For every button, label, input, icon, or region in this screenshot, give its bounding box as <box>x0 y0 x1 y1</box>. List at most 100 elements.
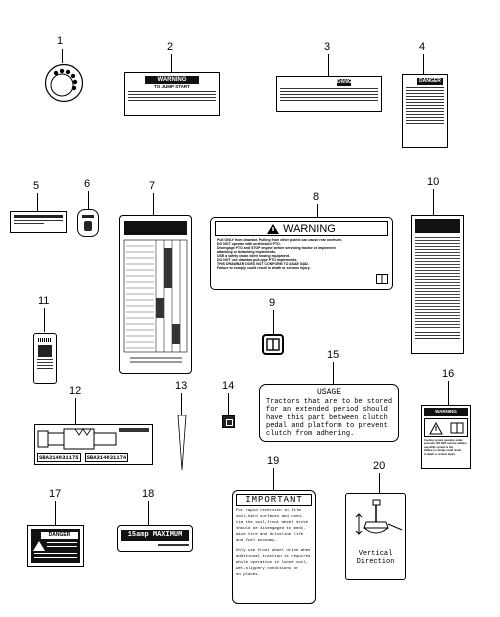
warning-line: attaching or detaching implements. <box>217 250 276 254</box>
manual-book-icon <box>376 274 388 284</box>
important-line: additional traction is required <box>236 555 311 559</box>
important-line: on places. <box>236 573 261 577</box>
callout-16: 16 <box>442 368 455 380</box>
important-line: should be disengaged to medi- <box>236 527 306 531</box>
usage-line: clutch from adhering. <box>266 430 355 438</box>
leader-line <box>62 49 63 63</box>
leader-line <box>55 501 56 525</box>
callout-4: 4 <box>419 41 426 53</box>
warning-line: Cooling system operates under <box>424 439 463 442</box>
manual-book-icon <box>266 338 280 351</box>
usage-label: USAGE Tractors that are to be stored for… <box>259 384 399 442</box>
warning-line: Failure to comply could result <box>424 449 461 453</box>
callout-8: 8 <box>313 191 320 203</box>
warning-banner: WARNING <box>157 77 187 83</box>
callout-17: 17 <box>49 488 62 500</box>
callout-14: 14 <box>222 380 235 392</box>
spike-label-13 <box>177 415 187 471</box>
leader-line <box>153 193 154 215</box>
radiator-icon <box>429 421 443 434</box>
leader-line <box>44 308 45 332</box>
jump-start-warning-label: WARNING TO JUMP START <box>124 72 220 116</box>
callout-3: 3 <box>324 41 331 53</box>
tall-list-label-10 <box>411 215 464 354</box>
callout-2: 2 <box>167 41 174 53</box>
leader-line <box>423 54 424 74</box>
leader-line <box>75 398 76 424</box>
vertical-direction-label: Vertical Direction <box>345 493 406 580</box>
warning-header: WARNING <box>283 222 336 235</box>
callout-13: 13 <box>175 380 188 392</box>
part-illustration <box>37 428 149 450</box>
lever-direction-illustration <box>355 499 403 535</box>
small-label-11 <box>33 333 57 384</box>
callout-19: 19 <box>267 455 280 467</box>
warning-triangle-icon <box>33 541 45 551</box>
callout-10: 10 <box>427 176 440 188</box>
warning-line: THIS DRAWBAR DOES NOT CONFORM TO ASAE S4… <box>217 262 309 266</box>
callout-1: 1 <box>57 35 64 47</box>
callout-6: 6 <box>84 178 91 190</box>
important-line: Only use front wheel drive when <box>236 549 311 553</box>
leader-line <box>317 204 318 218</box>
usage-line: Tractors that are to be stored <box>266 398 393 406</box>
danger-banner: DANGER <box>419 78 441 84</box>
callout-20: 20 <box>373 460 386 472</box>
leader-line <box>328 54 329 76</box>
leader-line <box>379 473 380 493</box>
warning-line: Disengage PTO and STOP engine before ser… <box>217 246 336 250</box>
important-line: soil,hard surfaces and cond- <box>236 515 304 519</box>
important-line: mize tire and driveline life <box>236 533 304 537</box>
callout-18: 18 <box>142 488 155 500</box>
fuse-rating-label: 15amp MAXIMUM <box>117 525 193 552</box>
small-icon-label-9 <box>262 334 284 355</box>
pto-warning-label: WARNING Pull ONLY from drawbar. Pulling … <box>210 217 393 290</box>
warning-triangle-icon <box>267 223 280 234</box>
warning-line: Failure to comply could result in death … <box>217 266 311 270</box>
important-line: while operation in loose soil, <box>236 561 309 565</box>
usage-title: USAGE <box>316 388 341 397</box>
speed-chart-table <box>123 239 188 363</box>
speed-chart-label-7 <box>119 215 192 374</box>
warning-banner: WARNING <box>435 409 457 414</box>
callout-12: 12 <box>69 385 82 397</box>
important-line: tim the soil,front wheel drive <box>236 521 309 525</box>
leader-line <box>273 310 274 334</box>
leader-line <box>273 468 274 490</box>
leader-line <box>37 193 38 211</box>
leader-line <box>333 362 334 384</box>
part-number-label-12: SBA314631175 SBA314631174 <box>34 424 153 465</box>
leader-line <box>181 393 182 415</box>
danger-banner: DANGER <box>337 79 359 85</box>
danger-label-17: DANGER <box>27 525 84 567</box>
leader-line <box>433 189 434 215</box>
usage-line: pedal and platform to prevent <box>266 422 388 430</box>
warning-line: cap while system is hot. <box>424 445 454 449</box>
warning-line: DO NOT use drawbar pull-type PTO impleme… <box>217 258 298 262</box>
callout-9: 9 <box>269 297 276 309</box>
small-label-14 <box>222 415 235 428</box>
usage-line: have this part between clutch <box>266 414 388 422</box>
danger-label-4: DANGER <box>402 74 448 148</box>
leader-line <box>448 381 449 405</box>
usage-line: for an extended period should <box>266 406 388 414</box>
warning-line: Pull ONLY from drawbar. Pulling from oth… <box>217 238 343 242</box>
warning-line: USE a safety chain when towing equipment… <box>217 254 291 258</box>
important-label: IMPORTANT For rapid reversion in film so… <box>232 490 316 604</box>
leader-line <box>171 54 172 72</box>
leader-line <box>228 393 229 415</box>
callout-5: 5 <box>33 180 40 192</box>
danger-label-3: DANGER <box>276 76 382 112</box>
leader-line <box>88 191 89 209</box>
important-title: IMPORTANT <box>236 494 312 506</box>
important-line: and fuel economy. <box>236 539 277 543</box>
callout-7: 7 <box>149 180 156 192</box>
callout-15: 15 <box>327 349 340 361</box>
part-number-1: SBA314631175 <box>37 453 81 462</box>
warning-line: pressure. DO NOT remove radiator <box>424 442 467 446</box>
leader-line <box>148 501 149 525</box>
direction-text-1: Vertical <box>358 550 393 558</box>
round-label-1 <box>44 63 84 103</box>
danger-banner: DANGER <box>48 532 71 538</box>
direction-text-2: Direction <box>356 558 395 566</box>
